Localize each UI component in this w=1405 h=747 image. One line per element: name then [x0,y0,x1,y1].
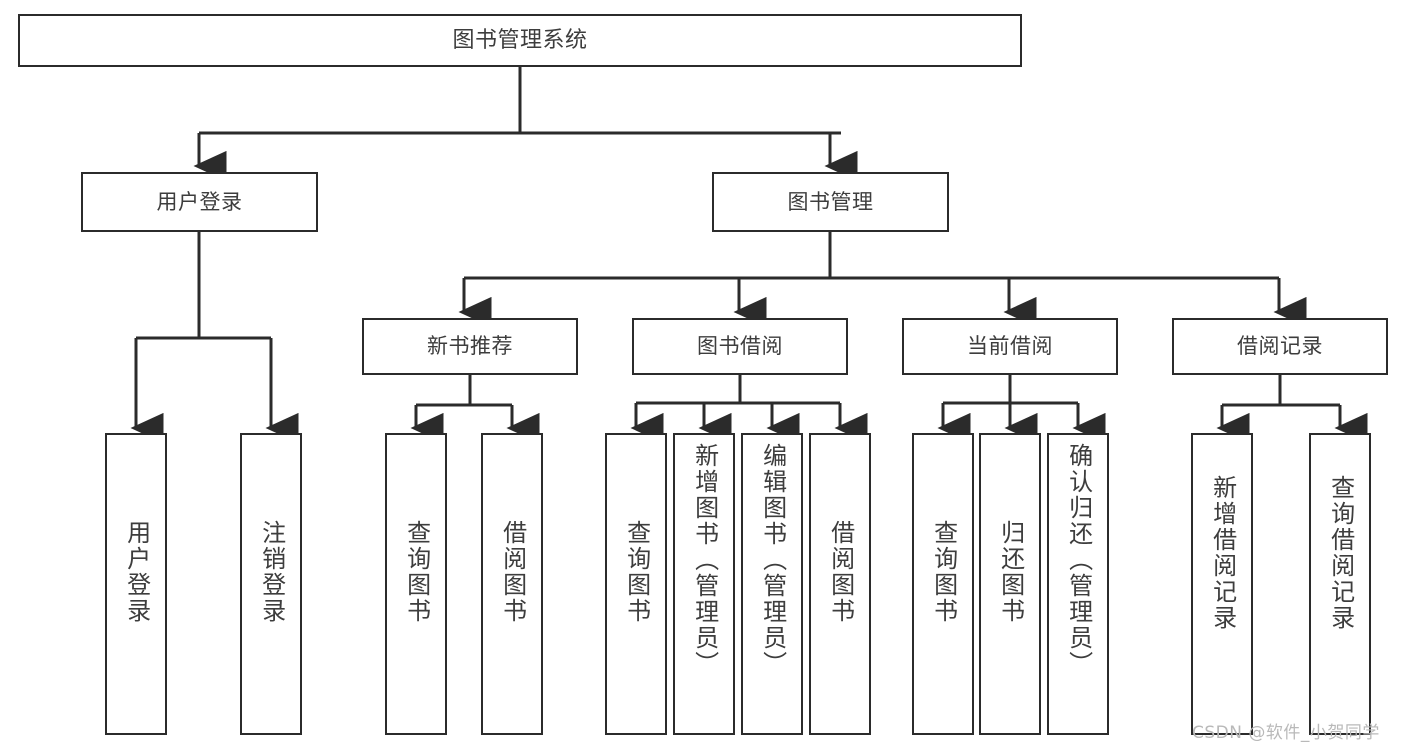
node-label: 归还图书 [996,520,1025,624]
node-label: 查询图书 [929,520,958,624]
leaf-query-book-borrow[interactable]: 查询图书 [605,433,667,735]
csdn-watermark: CSDN @软件_小贺同学 [1192,723,1380,743]
leaf-logout-login[interactable]: 注销登录 [240,433,302,735]
node-label: 借阅图书 [826,520,855,624]
node-label: 编辑图书（管理员） [758,443,787,677]
node-label: 新增图书（管理员） [690,443,719,677]
node-label: 图书管理 [787,189,874,214]
leaf-query-book-current[interactable]: 查询图书 [912,433,974,735]
node-label: 确认归还（管理员） [1064,443,1093,677]
leaf-query-borrow-record[interactable]: 查询借阅记录 [1309,433,1371,735]
node-new-book-recommend[interactable]: 新书推荐 [362,318,578,375]
leaf-return-book[interactable]: 归还图书 [979,433,1041,735]
node-label: 查询借阅记录 [1326,475,1355,631]
leaf-confirm-return-admin[interactable]: 确认归还（管理员） [1047,433,1109,735]
node-label: 当前借阅 [967,334,1053,359]
node-book-management[interactable]: 图书管理 [712,172,949,232]
leaf-user-login[interactable]: 用户登录 [105,433,167,735]
node-root-system[interactable]: 图书管理系统 [18,14,1022,67]
node-borrow-record[interactable]: 借阅记录 [1172,318,1388,375]
node-user-login[interactable]: 用户登录 [81,172,318,232]
node-label: 查询图书 [622,520,651,624]
leaf-query-book-newbook[interactable]: 查询图书 [385,433,447,735]
node-label: 图书管理系统 [452,27,588,53]
leaf-edit-book-admin[interactable]: 编辑图书（管理员） [741,433,803,735]
node-label: 用户登录 [122,520,151,624]
leaf-add-book-admin[interactable]: 新增图书（管理员） [673,433,735,735]
leaf-add-borrow-record[interactable]: 新增借阅记录 [1191,433,1253,735]
node-label: 用户登录 [156,189,243,214]
node-label: 新增借阅记录 [1208,475,1237,631]
leaf-borrow-book-newbook[interactable]: 借阅图书 [481,433,543,735]
node-label: 图书借阅 [697,334,783,359]
node-label: 查询图书 [402,520,431,624]
node-current-borrow[interactable]: 当前借阅 [902,318,1118,375]
node-label: 注销登录 [257,520,286,624]
node-label: 借阅记录 [1237,334,1323,359]
node-label: 借阅图书 [498,520,527,624]
leaf-borrow-book-borrow[interactable]: 借阅图书 [809,433,871,735]
node-book-borrow[interactable]: 图书借阅 [632,318,848,375]
node-label: 新书推荐 [427,334,513,359]
